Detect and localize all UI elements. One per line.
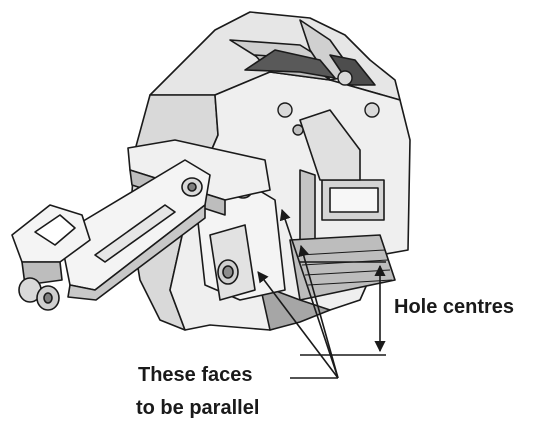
housing-screws xyxy=(277,70,380,136)
hole-centres-dimension xyxy=(300,261,386,356)
parallel-faces-label-line2: to be parallel xyxy=(136,397,260,419)
parallel-faces-label-line1: These faces xyxy=(138,364,253,386)
clevis-end xyxy=(11,204,91,311)
lever-arm xyxy=(59,159,211,301)
hole-centres-label: Hole centres xyxy=(394,296,515,318)
parallel-faces-leaders xyxy=(257,208,339,379)
